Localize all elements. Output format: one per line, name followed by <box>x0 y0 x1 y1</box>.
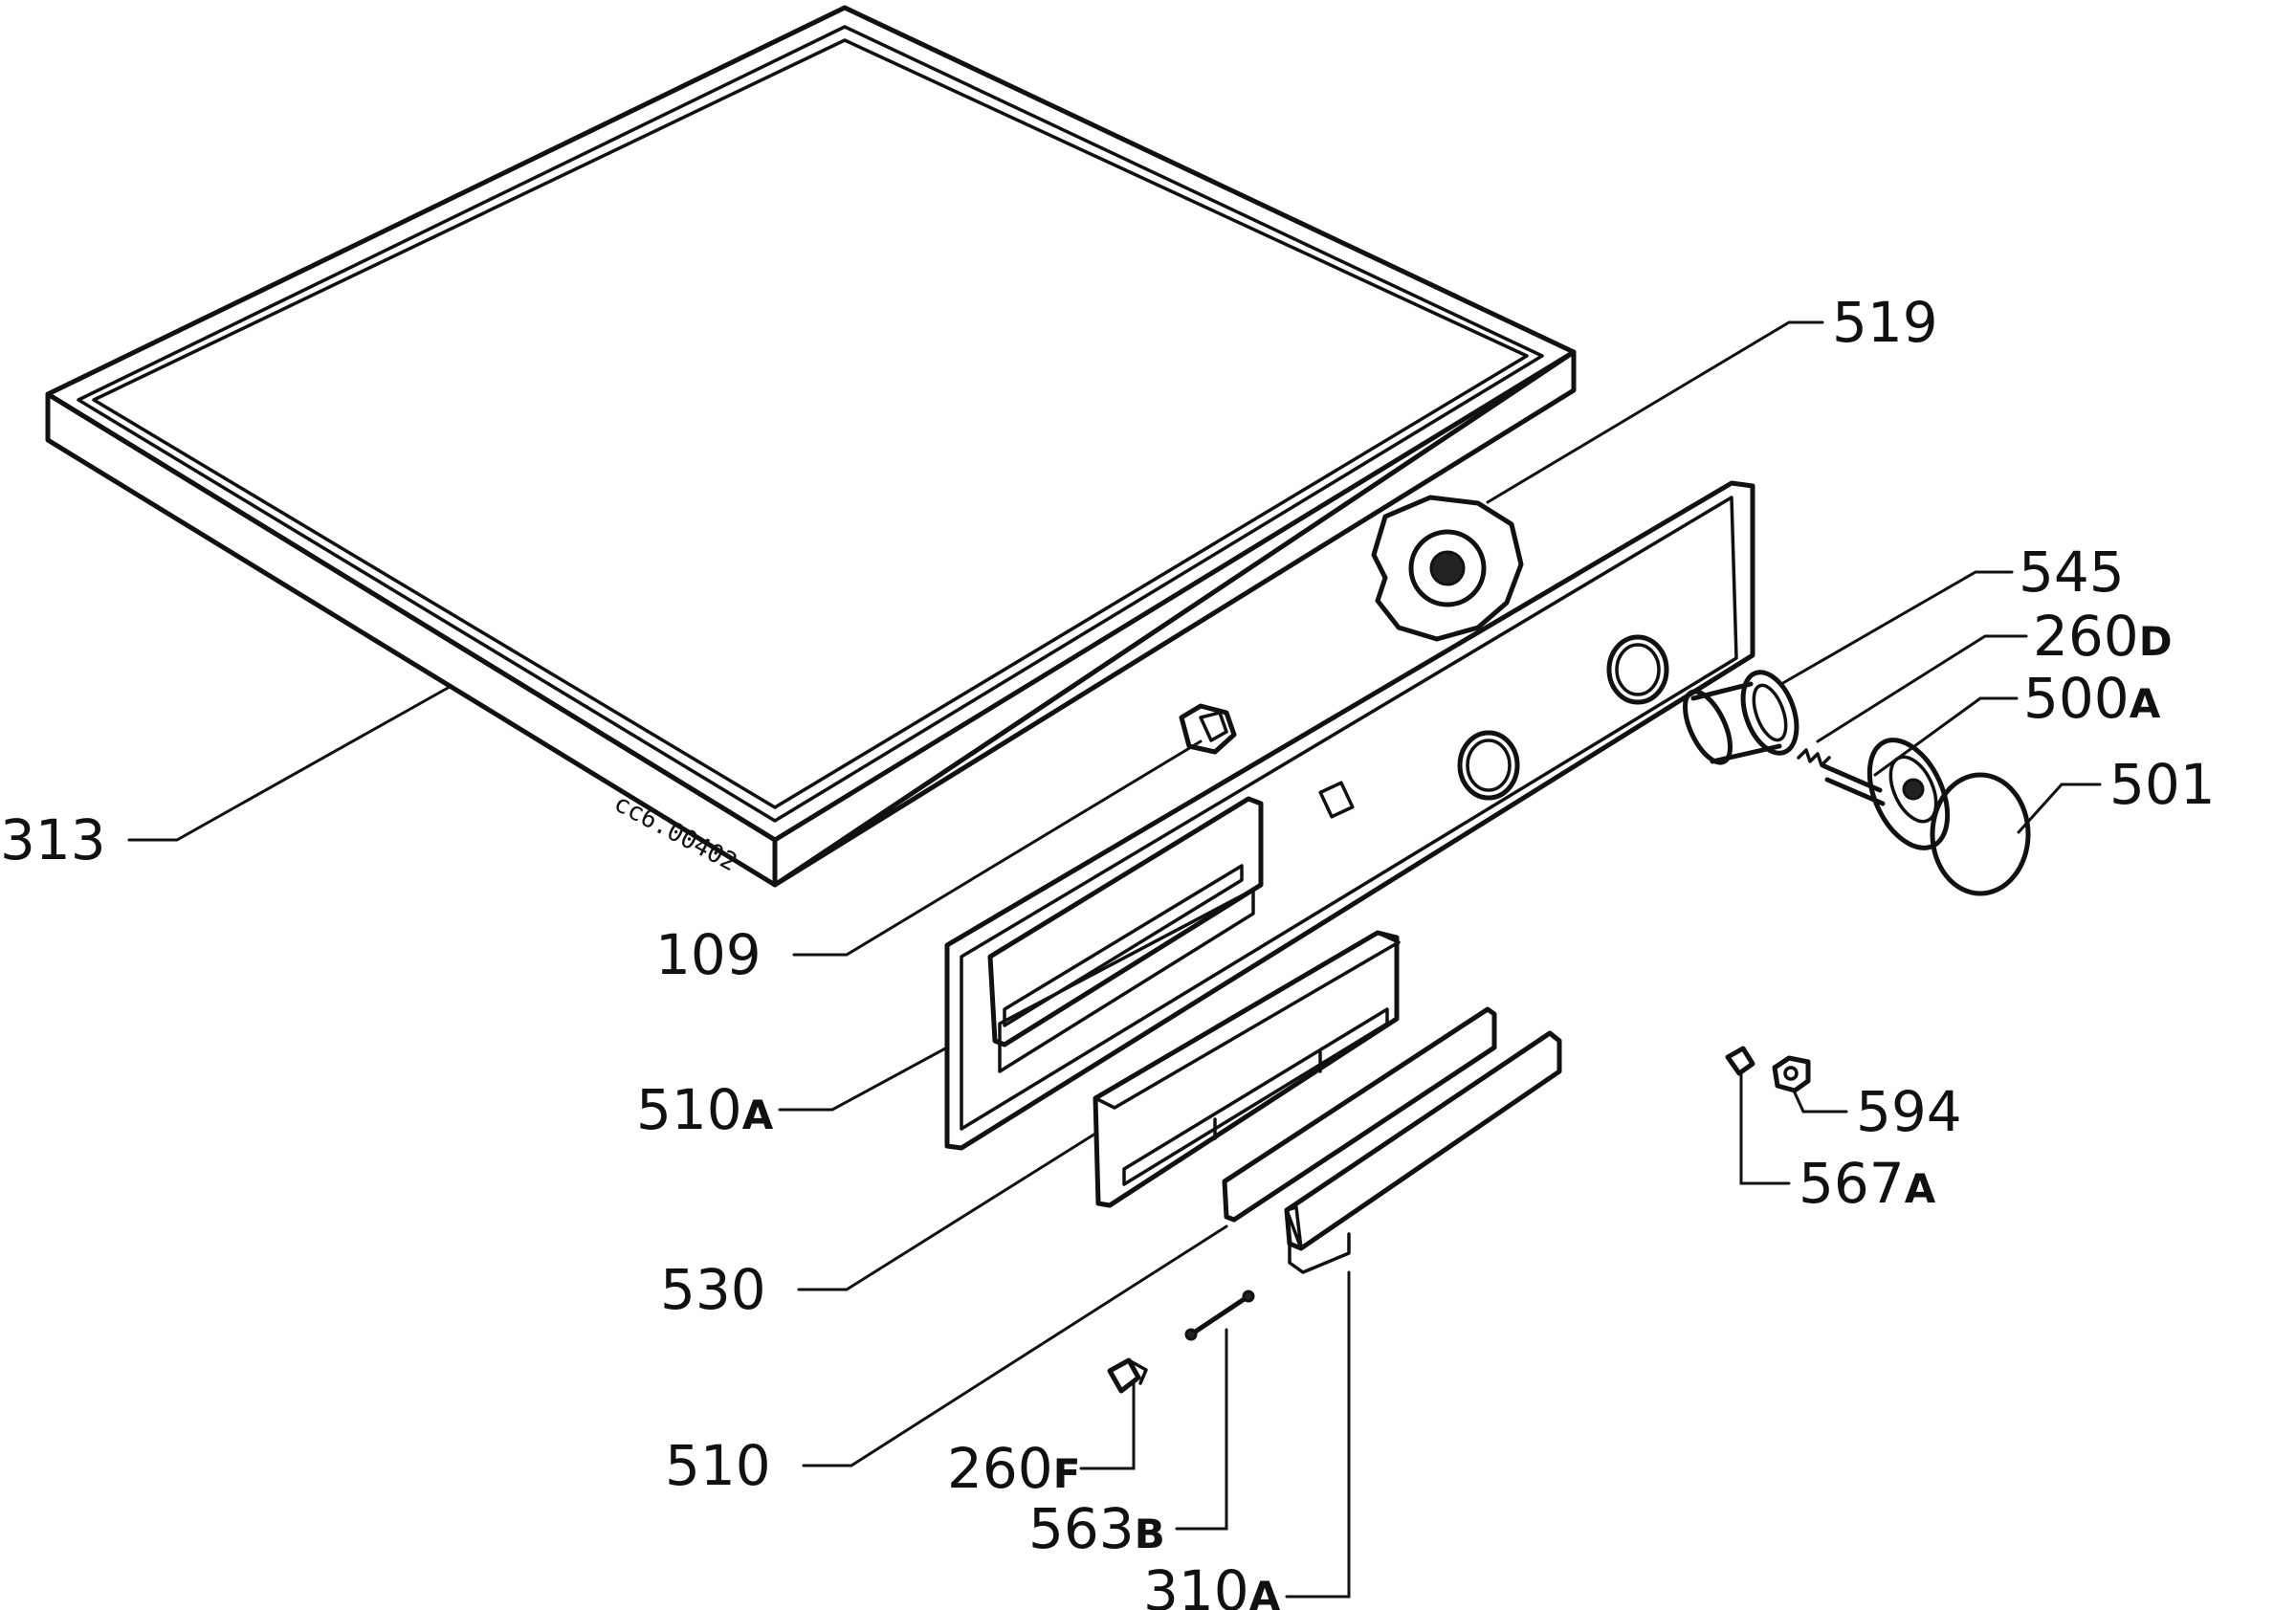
callout-109: 109 <box>655 922 762 987</box>
knob-bushing-545 <box>1683 670 1799 765</box>
callout-313: 313 <box>0 807 106 872</box>
control-panel-510a <box>944 480 1755 1151</box>
knob-cap-501 <box>1930 772 2031 896</box>
square-nut-567a <box>1725 1046 1755 1076</box>
drawing-code: cc6.00402 <box>609 789 741 878</box>
callout-500a: 500A <box>2023 666 2161 731</box>
callout-260f: 260F <box>947 1436 1080 1501</box>
callout-594: 594 <box>1856 1079 1962 1144</box>
callout-567a: 567A <box>1799 1151 1936 1216</box>
callout-563b: 563B <box>1028 1496 1165 1561</box>
cover-strip-310a <box>1284 1030 1562 1274</box>
spring-clip-260f <box>1107 1357 1148 1394</box>
control-knob-519 <box>1371 495 1524 642</box>
insert-strip-510 <box>1222 1006 1497 1223</box>
callout-labels: 313 109 510A 530 510 260F 563B 310A 519 … <box>0 290 2216 1610</box>
callout-510: 510 <box>665 1433 771 1498</box>
worktop-lid <box>45 5 1577 888</box>
knob-shaft-500a <box>1820 738 1951 850</box>
leader-lines <box>127 320 2102 1599</box>
callout-519: 519 <box>1832 290 1938 355</box>
callout-530: 530 <box>660 1257 766 1322</box>
callout-510a: 510A <box>636 1077 774 1142</box>
nut-594 <box>1772 1055 1811 1093</box>
spring-260d <box>1797 748 1831 767</box>
callout-260d: 260D <box>2033 604 2173 669</box>
clip-109 <box>1179 703 1237 755</box>
pin-563b <box>1184 1290 1255 1341</box>
callout-501: 501 <box>2109 752 2216 817</box>
callout-545: 545 <box>2019 540 2125 605</box>
callout-310a: 310A <box>1143 1558 1281 1610</box>
drawer-handle-530 <box>1093 930 1401 1208</box>
